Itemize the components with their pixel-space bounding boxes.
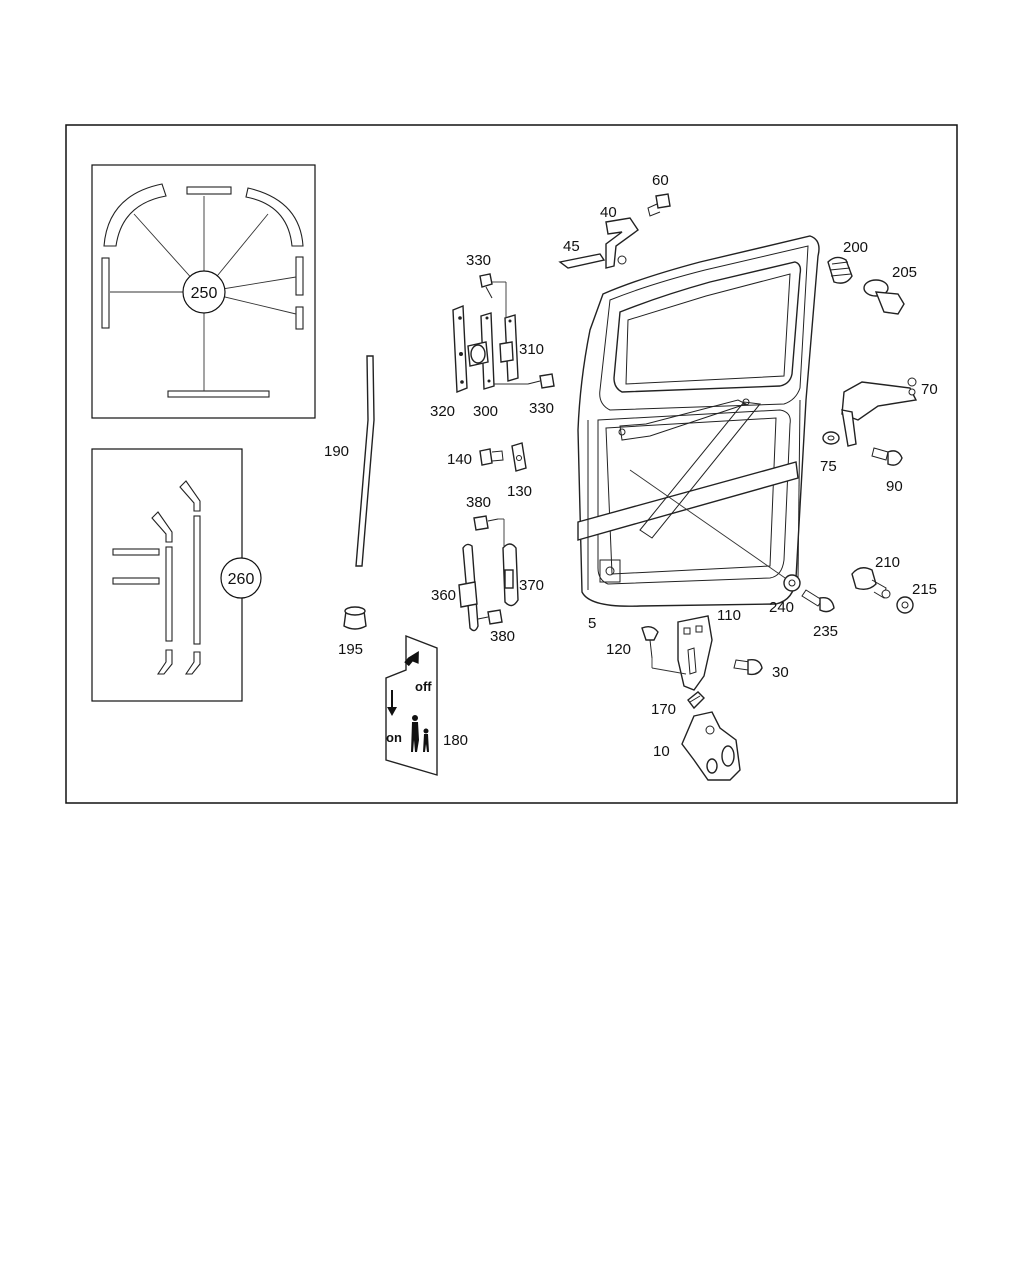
part-205-pin — [863, 279, 905, 315]
callout-10: 10 — [653, 743, 670, 760]
part-215-washer — [896, 596, 914, 614]
callout-300: 300 — [473, 403, 498, 420]
part-190-strip — [355, 355, 375, 567]
part-110-hinge-plate — [677, 615, 713, 691]
callout-250: 250 — [191, 285, 218, 302]
part-235-bolt — [801, 589, 835, 613]
callout-330-right: 330 — [529, 400, 554, 417]
callout-190: 190 — [324, 443, 349, 460]
part-240-washer — [783, 574, 801, 592]
callout-310: 310 — [519, 341, 544, 358]
sticker-off-text: off — [415, 679, 432, 694]
callout-110: 110 — [717, 607, 741, 624]
callout-120: 120 — [606, 641, 631, 658]
callout-180: 180 — [443, 732, 468, 749]
part-45-spring — [558, 253, 606, 269]
sticker-on-text: on — [386, 730, 402, 745]
part-370-latch — [502, 543, 519, 607]
part-70-hinge-arm — [841, 377, 918, 447]
part-330-screw-right — [527, 373, 555, 389]
part-60-screw — [647, 193, 671, 217]
part-210-striker — [851, 567, 891, 599]
callout-140: 140 — [447, 451, 472, 468]
part-40-bracket — [605, 217, 639, 269]
inset-box-260: 260 — [91, 448, 262, 702]
callout-75: 75 — [820, 458, 837, 475]
callout-330-top: 330 — [466, 252, 491, 269]
part-120-screw — [641, 625, 659, 659]
part-180-sticker: off on — [385, 634, 438, 776]
callout-240: 240 — [769, 599, 794, 616]
callout-380-top: 380 — [466, 494, 491, 511]
inset-box-250: 250 — [91, 164, 316, 419]
part-30-bolt — [733, 658, 763, 676]
callout-215: 215 — [912, 581, 937, 598]
part-200-bumper — [827, 256, 853, 284]
callout-360: 360 — [431, 587, 456, 604]
part-380-screw-bottom — [477, 609, 503, 625]
part-90-bolt — [871, 447, 903, 466]
callout-205: 205 — [892, 264, 917, 281]
part-380-screw-top — [473, 515, 499, 531]
part-5-door-shell — [577, 235, 820, 607]
callout-130: 130 — [507, 483, 532, 500]
part-75-washer — [822, 431, 840, 445]
callout-210: 210 — [875, 554, 900, 571]
callout-320: 320 — [430, 403, 455, 420]
callout-70: 70 — [921, 381, 938, 398]
part-320-plate — [452, 304, 468, 394]
callout-370: 370 — [519, 577, 544, 594]
callout-90: 90 — [886, 478, 903, 495]
callout-260: 260 — [228, 571, 255, 588]
part-170-spring-clip — [687, 691, 705, 710]
part-10-roller-carriage — [681, 711, 741, 781]
callout-195: 195 — [338, 641, 363, 658]
part-310-bracket — [499, 314, 519, 382]
callout-170: 170 — [651, 701, 676, 718]
callout-40: 40 — [600, 204, 617, 221]
callout-200: 200 — [843, 239, 868, 256]
part-300-lock — [467, 312, 495, 390]
callout-60: 60 — [652, 172, 669, 189]
callout-5: 5 — [588, 615, 596, 632]
part-140-screw — [479, 448, 504, 466]
diagram-frame — [65, 124, 958, 804]
part-360-handle — [458, 543, 479, 632]
callout-45: 45 — [563, 238, 580, 255]
part-195-cap — [343, 606, 367, 630]
callout-235: 235 — [813, 623, 838, 640]
part-330-screw-top — [479, 273, 493, 299]
callout-380-bottom: 380 — [490, 628, 515, 645]
callout-30: 30 — [772, 664, 789, 681]
part-130-clip — [511, 442, 527, 472]
